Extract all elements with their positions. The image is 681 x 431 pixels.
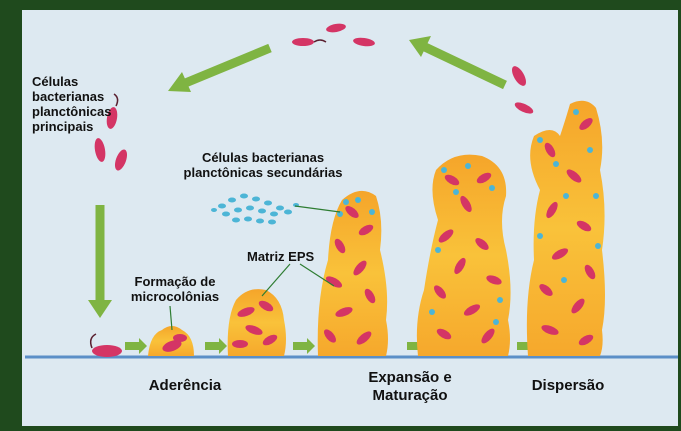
microcolony: [148, 326, 194, 356]
stage-dispersion: Dispersão: [508, 377, 628, 395]
secondary-cells-label: Células bacterianas planctônicas secundá…: [163, 150, 363, 180]
secondary-cell-cluster: [211, 194, 299, 225]
arrow-return-right: [409, 36, 505, 85]
arrow-return-left: [168, 48, 270, 92]
biofilm-dispersion: [527, 101, 605, 356]
primary-cells-label: Células bacterianas planctônicas princip…: [32, 74, 142, 134]
stage-expansion: Expansão e Maturação: [340, 369, 480, 405]
biofilm-medium: [318, 191, 388, 356]
stage-adherence: Aderência: [120, 377, 250, 395]
adhered-cell: [91, 334, 122, 357]
arrow-down: [88, 205, 112, 318]
biofilm-small: [228, 289, 286, 356]
biofilm-large: [417, 155, 511, 356]
eps-matrix-label: Matriz EPS: [247, 249, 327, 264]
dispersed-cells-top: [292, 22, 535, 116]
microcolonies-label: Formação de microcolônias: [120, 274, 230, 304]
